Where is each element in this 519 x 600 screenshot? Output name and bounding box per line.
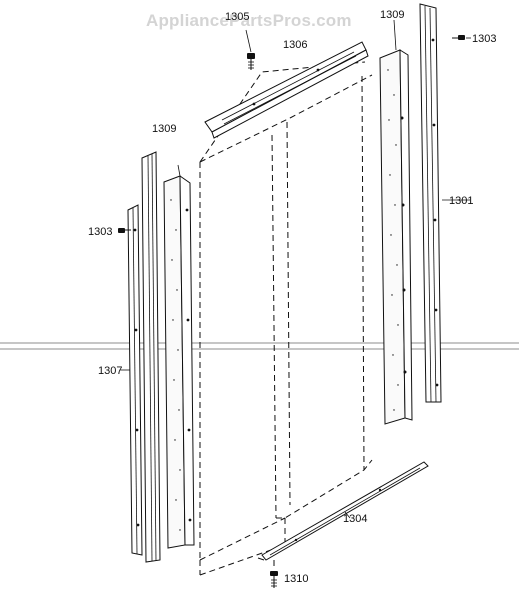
watermark-text: AppliancePartsPros.com [146,11,352,30]
foam-strip-1309-right [379,19,413,425]
label-1309-left: 1309 [152,123,176,135]
foam-strip-1309-left [163,164,195,549]
scan-lines [0,342,519,350]
label-1310: 1310 [284,573,308,585]
side-rail-1301 [419,3,470,403]
screw-1310 [270,560,278,588]
label-1303-left: 1303 [88,226,112,238]
label-1303-top: 1303 [472,33,496,45]
bottom-rail-1304 [257,461,429,561]
side-rail-1307 [120,204,143,556]
label-1309-right: 1309 [380,9,404,21]
left-channel-rail [141,151,161,563]
top-rail-1306 [204,41,369,139]
label-1304: 1304 [343,513,367,525]
label-1306: 1306 [283,39,307,51]
label-1305: 1305 [225,11,249,23]
label-1301: 1301 [449,195,473,207]
screw-1305 [245,29,255,70]
screw-1303-left [118,228,131,233]
label-1307: 1307 [98,365,122,377]
screw-1303-top [452,35,471,40]
cabinet-outline [199,61,373,576]
